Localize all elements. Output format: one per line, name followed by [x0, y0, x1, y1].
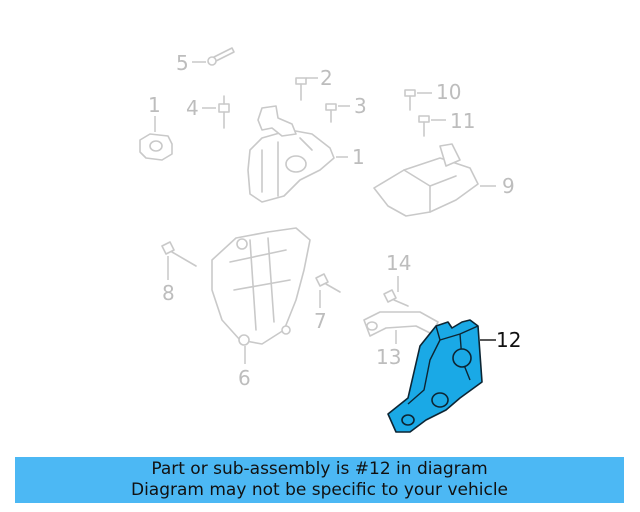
part-6-bracket[interactable]	[211, 227, 311, 346]
callout-3: 3	[354, 94, 367, 118]
callout-10: 10	[436, 80, 461, 104]
callout-9: 9	[502, 174, 515, 198]
part-1-engine-mount[interactable]	[247, 105, 335, 203]
callout-2: 2	[320, 66, 333, 90]
part-4-stud[interactable]	[218, 95, 230, 129]
callout-7: 7	[314, 309, 327, 333]
part-1-bushing[interactable]	[139, 133, 173, 161]
part-11-bolt[interactable]	[418, 115, 430, 137]
callout-6: 6	[238, 366, 251, 390]
part-12-bracket-highlighted[interactable]	[387, 319, 483, 433]
info-banner: Part or sub-assembly is #12 in diagram D…	[15, 457, 624, 503]
part-7-bolt[interactable]	[315, 273, 341, 293]
callout-12: 12	[496, 328, 521, 352]
part-13-link[interactable]	[363, 311, 439, 337]
part-8-bolt[interactable]	[161, 241, 197, 267]
callout-13: 13	[376, 345, 401, 369]
part-5-bolt[interactable]	[207, 47, 235, 66]
callout-1b: 1	[352, 145, 365, 169]
callout-5: 5	[176, 51, 189, 75]
parts-diagram: 5 2 3 4 1 1 10	[139, 47, 521, 433]
part-14-bolt[interactable]	[383, 289, 409, 307]
banner-line-1: Part or sub-assembly is #12 in diagram	[151, 459, 488, 479]
callout-4: 4	[186, 96, 199, 120]
banner-line-2: Diagram may not be specific to your vehi…	[130, 480, 508, 500]
callout-1a: 1	[148, 93, 161, 117]
callout-8: 8	[162, 281, 175, 305]
part-2-bolt[interactable]	[295, 77, 307, 101]
part-3-bolt[interactable]	[325, 103, 337, 123]
part-9-bracket[interactable]	[373, 143, 479, 217]
callout-11: 11	[450, 109, 475, 133]
part-10-bolt[interactable]	[404, 89, 416, 111]
callout-14: 14	[386, 251, 411, 275]
